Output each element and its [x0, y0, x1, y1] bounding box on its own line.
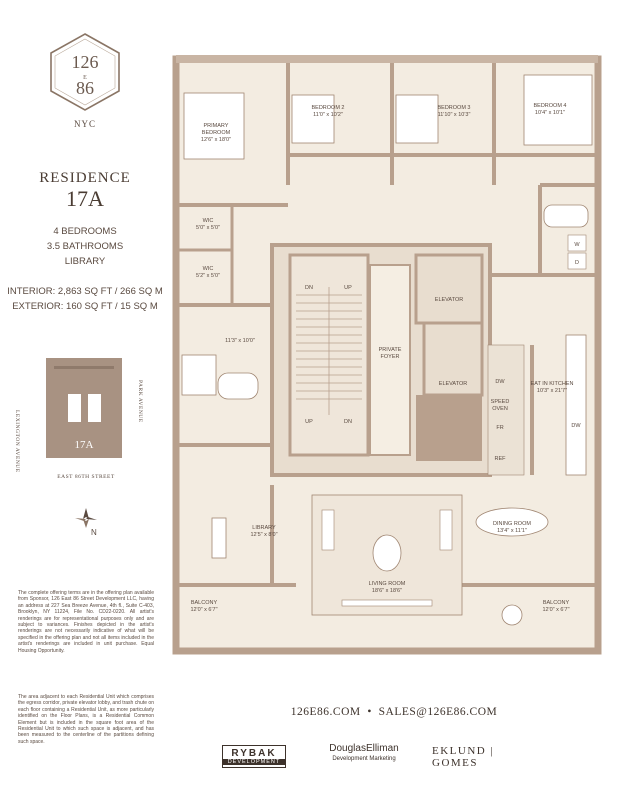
area-disclaimer: The area adjacent to each Residential Un…: [18, 694, 154, 745]
washer-label: W: [574, 242, 580, 248]
elevator-2-label: ELEVATOR: [439, 381, 467, 387]
stair-dn-2: DN: [344, 419, 352, 425]
south-street-label: EAST 86TH STREET: [57, 474, 115, 480]
stair-up-2: UP: [305, 419, 313, 425]
email-link[interactable]: SALES@126E86.COM: [378, 706, 498, 718]
balcony-2-label: BALCONY: [543, 600, 570, 606]
balcony-2-dims: 12'0" x 6'7": [542, 607, 569, 613]
library-dims: 12'5" x 8'0": [250, 532, 277, 538]
library-label: LIBRARY: [252, 525, 276, 531]
bathrooms-count: 3.5 BATHROOMS: [46, 241, 124, 252]
living-room-dims: 18'6" x 18'6": [372, 588, 402, 594]
elevator-1-label: ELEVATOR: [435, 297, 463, 303]
interior-area: INTERIOR: 2,863 SQ FT / 266 SQ M: [7, 286, 163, 297]
contact-line: 126E86.COM • SALES@126E86.COM: [170, 706, 618, 718]
residence-specs: 4 BEDROOMS 3.5 BATHROOMS LIBRARY: [0, 224, 170, 269]
private-foyer-label: PRIVATE: [379, 347, 402, 353]
private-foyer-label-2: FOYER: [381, 354, 400, 360]
library-feature: LIBRARY: [64, 256, 106, 267]
logo-middle: E: [83, 75, 87, 81]
wic-1-dims: 5'0" x 5'0": [196, 225, 220, 231]
left-column: 126 E 86 NYC RESIDENCE 17A 4 BEDROOMS 3.…: [0, 0, 170, 800]
primary-bath-dims: 11'3" x 10'0": [225, 338, 255, 344]
residence-label: RESIDENCE: [39, 170, 131, 186]
dryer-label: D: [575, 260, 579, 266]
offering-disclaimer: The complete offering terms are in the o…: [18, 590, 154, 654]
primary-bedroom-label-2: BEDROOM: [202, 130, 231, 136]
keyplan-unit: 17A: [75, 439, 94, 451]
douglas-elliman-logo: DouglasElliman Development Marketing: [329, 743, 399, 762]
freezer-label: FR: [496, 425, 503, 431]
eklund-gomes-logo: EKLUND | GOMES: [432, 745, 495, 769]
contact-separator: •: [367, 706, 372, 718]
residence-number: 17A: [66, 186, 104, 211]
bedroom-4-label: BEDROOM 4: [533, 103, 566, 109]
speed-oven-label: SPEED: [491, 399, 510, 405]
exterior-area: EXTERIOR: 160 SQ FT / 15 SQ M: [12, 301, 158, 312]
dishwasher-2-label: DW: [571, 423, 581, 429]
wic-2-dims: 5'2" x 5'0": [196, 273, 220, 279]
wic-1-label: WIC: [203, 218, 214, 224]
key-plan: 17A: [46, 358, 122, 458]
speed-oven-label-2: OVEN: [492, 406, 508, 412]
west-street-label: LEXINGTON AVENUE: [14, 410, 20, 473]
logo-top: 126: [72, 52, 99, 72]
bedroom-2-label: BEDROOM 2: [311, 105, 344, 111]
stair-up-1: UP: [344, 285, 352, 291]
kitchen-label: EAT IN KITCHEN: [531, 381, 574, 387]
floor-plan: PRIMARY BEDROOM 12'6" x 18'0" BEDROOM 2 …: [172, 55, 602, 655]
dishwasher-label: DW: [495, 379, 505, 385]
north-label: N: [91, 528, 98, 537]
balcony-1-dims: 12'0" x 6'7": [190, 607, 217, 613]
compass-icon: [75, 508, 97, 528]
balcony-1-label: BALCONY: [191, 600, 218, 606]
bedrooms-count: 4 BEDROOMS: [53, 226, 117, 237]
logo-bottom: 86: [76, 78, 94, 98]
wic-2-label: WIC: [203, 266, 214, 272]
east-street-label: PARK AVENUE: [137, 380, 143, 423]
bedroom-4-dims: 10'4" x 10'1": [535, 110, 565, 116]
rybak-logo: RYBAK DEVELOPMENT: [222, 745, 286, 768]
bedroom-3-label: BEDROOM 3: [437, 105, 470, 111]
website-link[interactable]: 126E86.COM: [290, 706, 361, 718]
bedroom-3-dims: 11'10" x 10'3": [438, 112, 471, 118]
stair-dn-1: DN: [305, 285, 313, 291]
primary-bedroom-dims: 12'6" x 18'0": [201, 137, 231, 143]
living-room-label: LIVING ROOM: [369, 581, 406, 587]
dining-room-dims: 13'4" x 11'1": [497, 528, 527, 534]
hexagon-logo-icon: 126 E 86: [50, 33, 120, 111]
refrigerator-label: REF: [495, 456, 507, 462]
logo-city: NYC: [73, 119, 96, 129]
kitchen-dims: 10'3" x 21'7": [537, 388, 567, 394]
bedroom-2-dims: 11'0" x 10'2": [313, 112, 343, 118]
residence-areas: INTERIOR: 2,863 SQ FT / 266 SQ M EXTERIO…: [0, 284, 170, 314]
dining-room-label: DINING ROOM: [493, 521, 531, 527]
primary-bedroom-label: PRIMARY: [204, 123, 229, 129]
